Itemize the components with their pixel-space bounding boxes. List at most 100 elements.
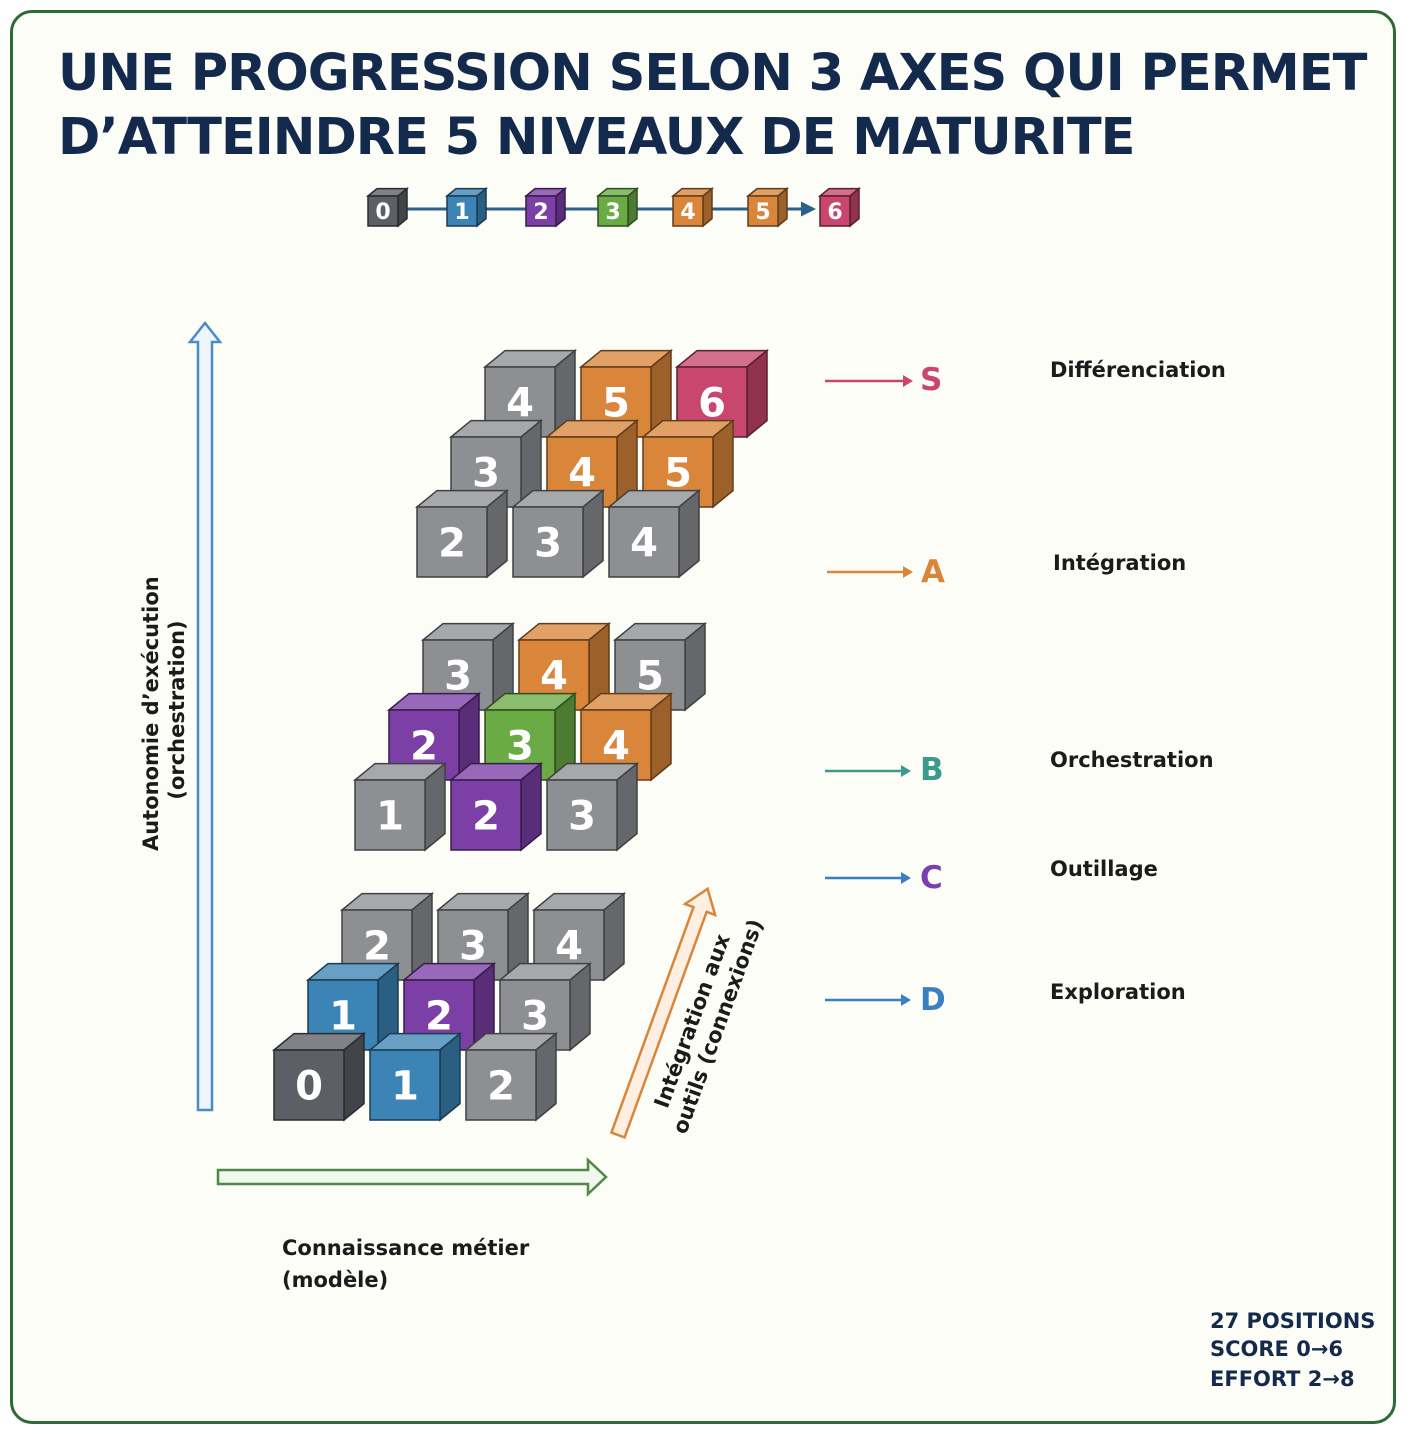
cube-middle-r2-c1: 2 bbox=[448, 762, 544, 852]
level-c-name: Outillage bbox=[1050, 857, 1158, 881]
cube-bottom-r1-c2-number: 3 bbox=[521, 993, 549, 1039]
cube-top-r2-c1: 3 bbox=[510, 489, 606, 579]
cube-bottom-r1-c1: 2 bbox=[401, 962, 497, 1052]
scale-cube-6: 6 bbox=[817, 187, 862, 228]
vertical-axis-label: Autonomie d’exécution (orchestration) bbox=[139, 569, 189, 851]
cube-top-r2-c1-number: 3 bbox=[534, 520, 562, 566]
scale-cube-3-front-face bbox=[597, 195, 629, 227]
level-c: C Outillage bbox=[825, 857, 1158, 896]
cube-middle-r2-c1-front-face bbox=[450, 779, 522, 851]
cube-middle-r2-c1-number: 2 bbox=[472, 793, 500, 839]
depth-axis: Intégration aux outils (connexions) bbox=[609, 886, 768, 1139]
cube-bottom-r2-c1: 1 bbox=[367, 1032, 463, 1122]
cube-top-r0-c2: 6 bbox=[674, 349, 770, 439]
scale-cube-0-front-face bbox=[367, 195, 399, 227]
level-legend: S Différenciation A Intégration B Orches… bbox=[825, 358, 1226, 1018]
cube-middle-r2-c0-front-face bbox=[354, 779, 426, 851]
cube-bottom-r2-c0: 0 bbox=[271, 1032, 367, 1122]
scale-cube-3-number: 3 bbox=[605, 200, 620, 225]
scale-cube-4-front-face bbox=[672, 195, 704, 227]
level-d: D Exploration bbox=[825, 980, 1186, 1018]
cube-top-r2-c0-front-face bbox=[416, 506, 488, 578]
cube-top-r0-c2-number: 6 bbox=[698, 380, 726, 426]
level-a-name: Intégration bbox=[1053, 551, 1186, 575]
scale-cube-1-side-face bbox=[476, 187, 487, 228]
cube-bottom-r2-c0-number: 0 bbox=[295, 1063, 323, 1109]
level-s-name: Différenciation bbox=[1050, 358, 1226, 382]
scale-cube-1-number: 1 bbox=[454, 200, 469, 225]
level-b: B Orchestration bbox=[825, 748, 1214, 788]
title-line-1: UNE PROGRESSION SELON 3 AXES QUI PERMET bbox=[58, 44, 1367, 103]
scale-cube-1: 1 bbox=[444, 187, 489, 228]
cube-middle-r1-c2: 4 bbox=[578, 692, 674, 782]
page-title: UNE PROGRESSION SELON 3 AXES QUI PERMET … bbox=[58, 42, 1367, 170]
level-s-arrowhead bbox=[903, 375, 913, 387]
scale-cube-6-side-face bbox=[849, 187, 860, 228]
cube-bottom-r1-c0-number: 1 bbox=[329, 993, 357, 1039]
level-b-name: Orchestration bbox=[1050, 748, 1214, 772]
cube-bottom-r0-c2-number: 4 bbox=[555, 923, 583, 969]
cube-bottom-r2-c2-number: 2 bbox=[487, 1063, 515, 1109]
cube-top-r2-c1-front-face bbox=[512, 506, 584, 578]
scale-cube-3: 3 bbox=[595, 187, 640, 228]
vertical-axis-label-line-2: (orchestration) bbox=[165, 620, 189, 799]
cube-top-r0-c0-number: 4 bbox=[506, 380, 534, 426]
level-s-letter: S bbox=[920, 362, 942, 398]
summary-positions: 27 POSITIONS bbox=[1210, 1309, 1375, 1333]
level-b-letter: B bbox=[920, 752, 944, 788]
cube-top-r2-c0: 2 bbox=[414, 489, 510, 579]
cube-middle-r0-c0-number: 3 bbox=[444, 653, 472, 699]
scale-cube-4-side-face bbox=[702, 187, 713, 228]
scale-cube-6-number: 6 bbox=[827, 200, 842, 225]
vertical-axis: Autonomie d’exécution (orchestration) bbox=[139, 320, 223, 1112]
cube-middle-r2-c2-front-face bbox=[546, 779, 618, 851]
scale-cube-2-side-face bbox=[555, 187, 566, 228]
cube-bottom-r2-c2-front-face bbox=[465, 1049, 537, 1121]
cube-middle-r0-c1-number: 4 bbox=[540, 653, 568, 699]
cube-top-r1-c2-number: 5 bbox=[664, 450, 692, 496]
cube-top-r2-c0-number: 2 bbox=[438, 520, 466, 566]
summary-score: SCORE 0→6 bbox=[1210, 1337, 1343, 1361]
cube-bottom-r0-c0-number: 2 bbox=[363, 923, 391, 969]
depth-axis-arrow bbox=[609, 886, 717, 1139]
scale-cube-2: 2 bbox=[523, 187, 568, 228]
scale-cube-5: 5 bbox=[745, 187, 790, 228]
cube-bottom-r2-c0-front-face bbox=[273, 1049, 345, 1121]
horizontal-axis-label-line-1: Connaissance métier bbox=[282, 1236, 530, 1260]
horizontal-axis-label-line-2: (modèle) bbox=[282, 1268, 388, 1292]
scale-cube-6-front-face bbox=[819, 195, 851, 227]
vertical-axis-label-line-1: Autonomie d’exécution bbox=[139, 576, 163, 851]
cube-middle-r1-c2-number: 4 bbox=[602, 723, 630, 769]
cube-top-r2-c2-front-face bbox=[608, 506, 680, 578]
cube-bottom-r1-c1-number: 2 bbox=[425, 993, 453, 1039]
scale-cube-2-front-face bbox=[525, 195, 557, 227]
summary-effort: EFFORT 2→8 bbox=[1210, 1367, 1355, 1391]
scale-cube-2-number: 2 bbox=[533, 200, 548, 225]
scale-cube-4-number: 4 bbox=[680, 200, 695, 225]
cube-top-r1-c0: 3 bbox=[448, 419, 544, 509]
diagram-frame bbox=[10, 10, 1396, 1424]
cube-bottom-r2-c1-front-face bbox=[369, 1049, 441, 1121]
scale-cube-4: 4 bbox=[670, 187, 715, 228]
cube-top-r1-c1-number: 4 bbox=[568, 450, 596, 496]
level-d-arrowhead bbox=[901, 994, 911, 1006]
level-d-letter: D bbox=[920, 982, 946, 1018]
cube-middle-r2-c0-number: 1 bbox=[376, 793, 404, 839]
cube-top-r1-c0-number: 3 bbox=[472, 450, 500, 496]
cube-top-r0-c1: 5 bbox=[578, 349, 674, 439]
cube-top-r2-c2: 4 bbox=[606, 489, 702, 579]
horizontal-axis: Connaissance métier (modèle) bbox=[216, 1157, 608, 1292]
title-line-2: D’ATTEINDRE 5 NIVEAUX DE MATURITE bbox=[58, 108, 1136, 167]
cube-bottom-r2-c2: 2 bbox=[463, 1032, 559, 1122]
cube-middle-r1-c0-number: 2 bbox=[410, 723, 438, 769]
cube-middle-r2-c0: 1 bbox=[352, 762, 448, 852]
scale-cube-5-number: 5 bbox=[755, 200, 770, 225]
cube-top-r2-c2-number: 4 bbox=[630, 520, 658, 566]
cube-bottom-r0-c1-number: 3 bbox=[459, 923, 487, 969]
horizontal-axis-label: Connaissance métier (modèle) bbox=[282, 1236, 537, 1292]
level-a: A Intégration bbox=[827, 551, 1186, 590]
